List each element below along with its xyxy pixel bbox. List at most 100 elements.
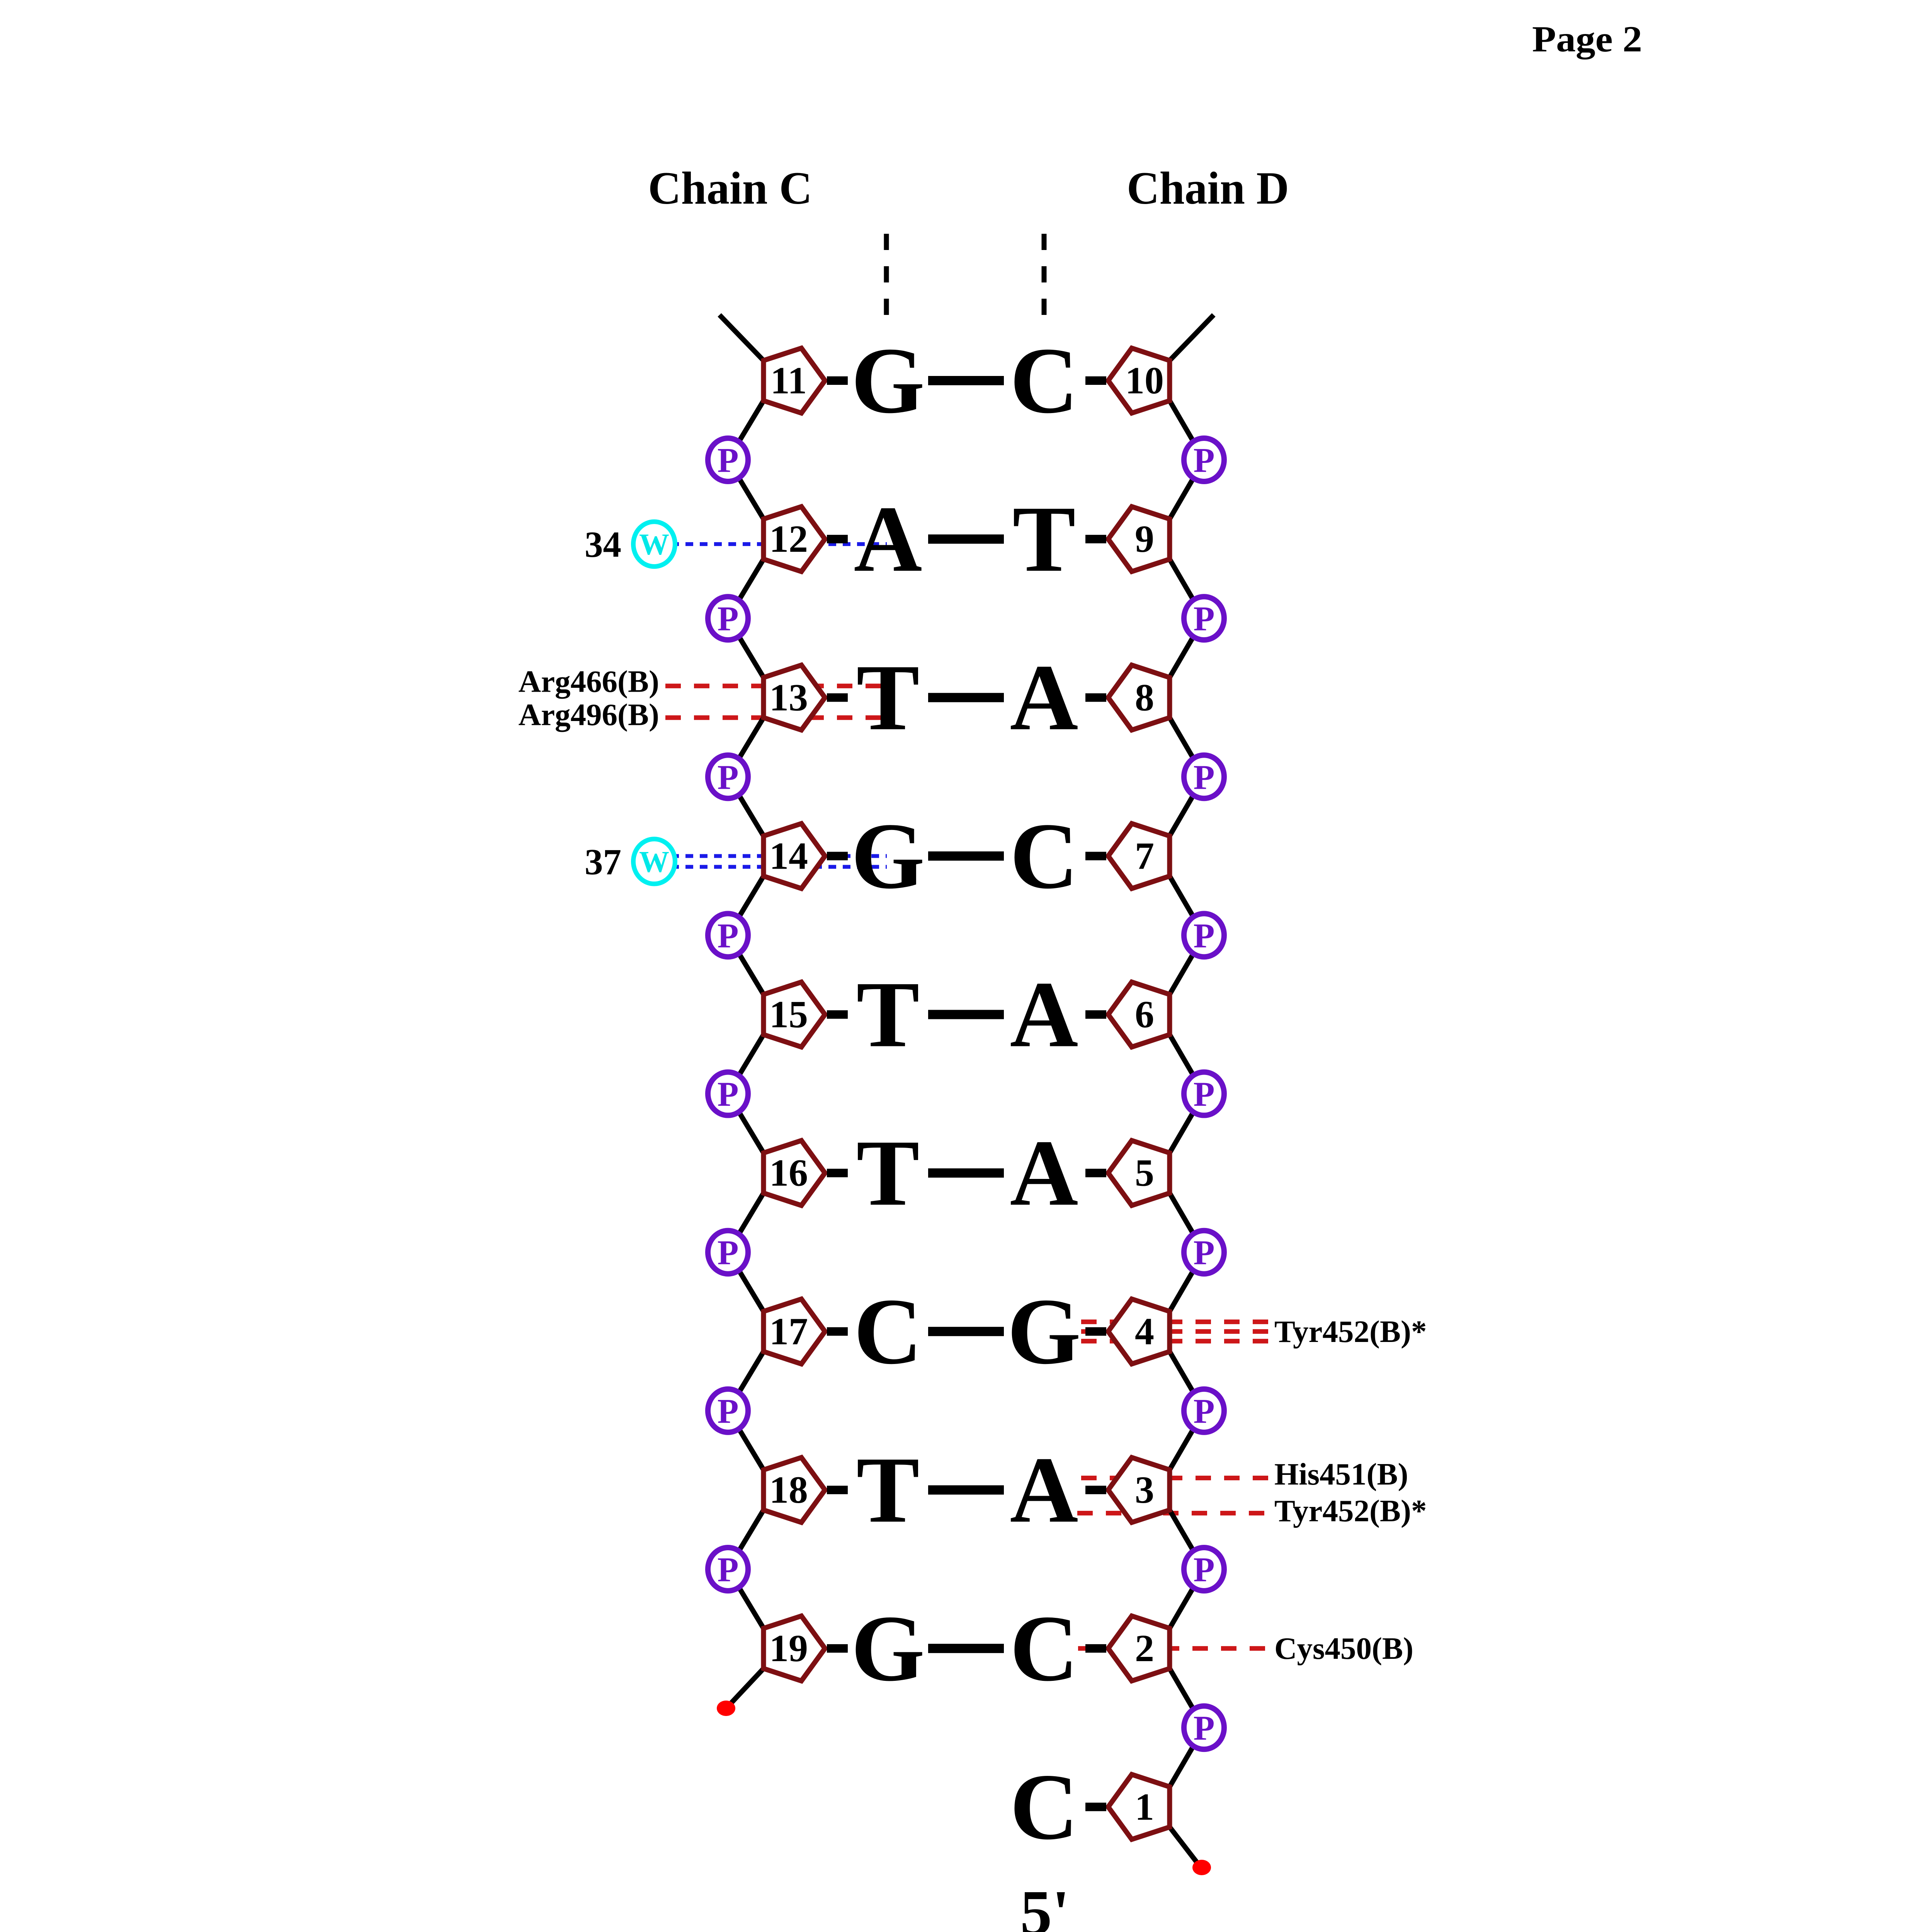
sugar-pentagon [1105, 1296, 1172, 1367]
base-sugar-link [1085, 1485, 1106, 1494]
sugar-pentagon [1105, 1138, 1172, 1209]
base-pair-bond [928, 1644, 1004, 1653]
sugar-pentagon [761, 503, 828, 575]
base-pair-bond [928, 1485, 1004, 1495]
sugar-pentagon [1105, 979, 1172, 1050]
base-number: 3 [1135, 1468, 1154, 1511]
phosphate-circle [1181, 1228, 1227, 1277]
phosphate-symbol: P [718, 1075, 739, 1114]
phosphate-circle [705, 1228, 751, 1277]
phosphate-circle [1181, 911, 1227, 960]
base-number: 10 [1125, 359, 1164, 402]
sugar-pentagon [761, 979, 828, 1050]
phosphate-symbol: P [718, 600, 739, 638]
base-sugar-link [1085, 1327, 1106, 1336]
contact-residue-label: His451(B) [1274, 1457, 1408, 1492]
sugar-pentagon [1105, 820, 1172, 892]
phosphate-circle [1181, 752, 1227, 801]
sugar-pentagon [1105, 345, 1172, 416]
base-sugar-link [1085, 535, 1106, 544]
water-symbol: W [639, 527, 669, 561]
base-letter: A [1010, 1437, 1078, 1542]
phosphate-circle [705, 1386, 751, 1435]
phosphate-symbol: P [1194, 758, 1215, 796]
sugar-pentagon [1105, 1454, 1172, 1526]
base-letter: C [854, 1279, 922, 1384]
sugar-pentagon [1105, 1771, 1172, 1842]
sugar-pentagon [761, 1138, 828, 1209]
base-pair-bond [928, 534, 1004, 544]
sugar-pentagon [761, 662, 828, 733]
base-number: 13 [769, 676, 808, 719]
contact-residue-label: Tyr452(B)* [1274, 1314, 1427, 1349]
strand-terminus-dot [1192, 1860, 1211, 1875]
sugar-pentagon [761, 1613, 828, 1684]
sugar-pentagon [761, 820, 828, 892]
sugar-pentagon [1105, 503, 1172, 575]
phosphate-symbol: P [718, 758, 739, 796]
base-pair-bond [928, 1168, 1004, 1178]
base-sugar-link [827, 535, 848, 544]
base-number: 2 [1135, 1627, 1154, 1670]
phosphate-symbol: P [718, 1234, 739, 1272]
base-letter: T [856, 962, 919, 1067]
phosphate-circle [705, 1069, 751, 1118]
water-number: 37 [585, 841, 621, 882]
base-letter: C [1010, 1596, 1078, 1701]
base-sugar-link [1085, 852, 1106, 861]
base-sugar-link [1085, 1644, 1106, 1653]
phosphate-symbol: P [718, 1551, 739, 1589]
chain-continuation-stub [1168, 313, 1216, 362]
phosphate-circle [705, 911, 751, 960]
base-letter: A [1010, 645, 1078, 750]
sugar-pentagon [761, 345, 828, 416]
base-number: 18 [769, 1468, 808, 1511]
base-number: 16 [769, 1151, 808, 1194]
base-pair-bond [928, 693, 1004, 702]
base-number: 19 [769, 1627, 808, 1670]
water-circle [631, 837, 677, 886]
base-sugar-link [1085, 1010, 1106, 1019]
five-prime-label: 5' [1020, 1877, 1070, 1932]
phosphate-circle [705, 594, 751, 643]
base-pair-bond [928, 851, 1004, 861]
phosphate-circle [1181, 594, 1227, 643]
base-letter: T [1012, 486, 1075, 591]
base-number: 14 [769, 834, 808, 877]
phosphate-circle [705, 435, 751, 484]
base-number: 6 [1135, 993, 1154, 1036]
base-number: 11 [770, 359, 807, 402]
base-sugar-link [827, 1010, 848, 1019]
base-letter: A [854, 486, 922, 591]
water-symbol: W [639, 845, 669, 878]
strand-terminus-dot [717, 1701, 735, 1716]
base-number: 17 [769, 1310, 808, 1353]
phosphate-symbol: P [1194, 1392, 1215, 1430]
base-sugar-link [827, 1327, 848, 1336]
phosphate-symbol: P [1194, 1075, 1215, 1114]
base-letter: A [1010, 962, 1078, 1067]
base-number: 15 [769, 993, 808, 1036]
base-sugar-link [1085, 1168, 1106, 1177]
contact-residue-label: Cys450(B) [1274, 1631, 1413, 1666]
base-letter: C [1010, 328, 1078, 433]
base-letter: G [851, 1596, 925, 1701]
sugar-pentagon [761, 1454, 828, 1526]
phosphate-circle [1181, 1069, 1227, 1118]
base-number: 5 [1135, 1151, 1154, 1194]
base-sugar-link [1085, 376, 1106, 385]
base-letter: G [851, 803, 925, 908]
chain-d-header: Chain D [1127, 162, 1289, 214]
base-sugar-link [827, 1485, 848, 1494]
base-sugar-link [827, 1168, 848, 1177]
base-pair-bond [928, 1327, 1004, 1336]
phosphate-circle [1181, 1544, 1227, 1594]
phosphate-symbol: P [1194, 1234, 1215, 1272]
contact-residue-label: Arg466(B) [519, 664, 659, 699]
base-number: 8 [1135, 676, 1154, 719]
base-letter: C [1010, 1754, 1078, 1859]
chain-continuation-stub [718, 313, 765, 362]
base-pair-bond [928, 376, 1004, 385]
base-number: 4 [1135, 1310, 1154, 1353]
